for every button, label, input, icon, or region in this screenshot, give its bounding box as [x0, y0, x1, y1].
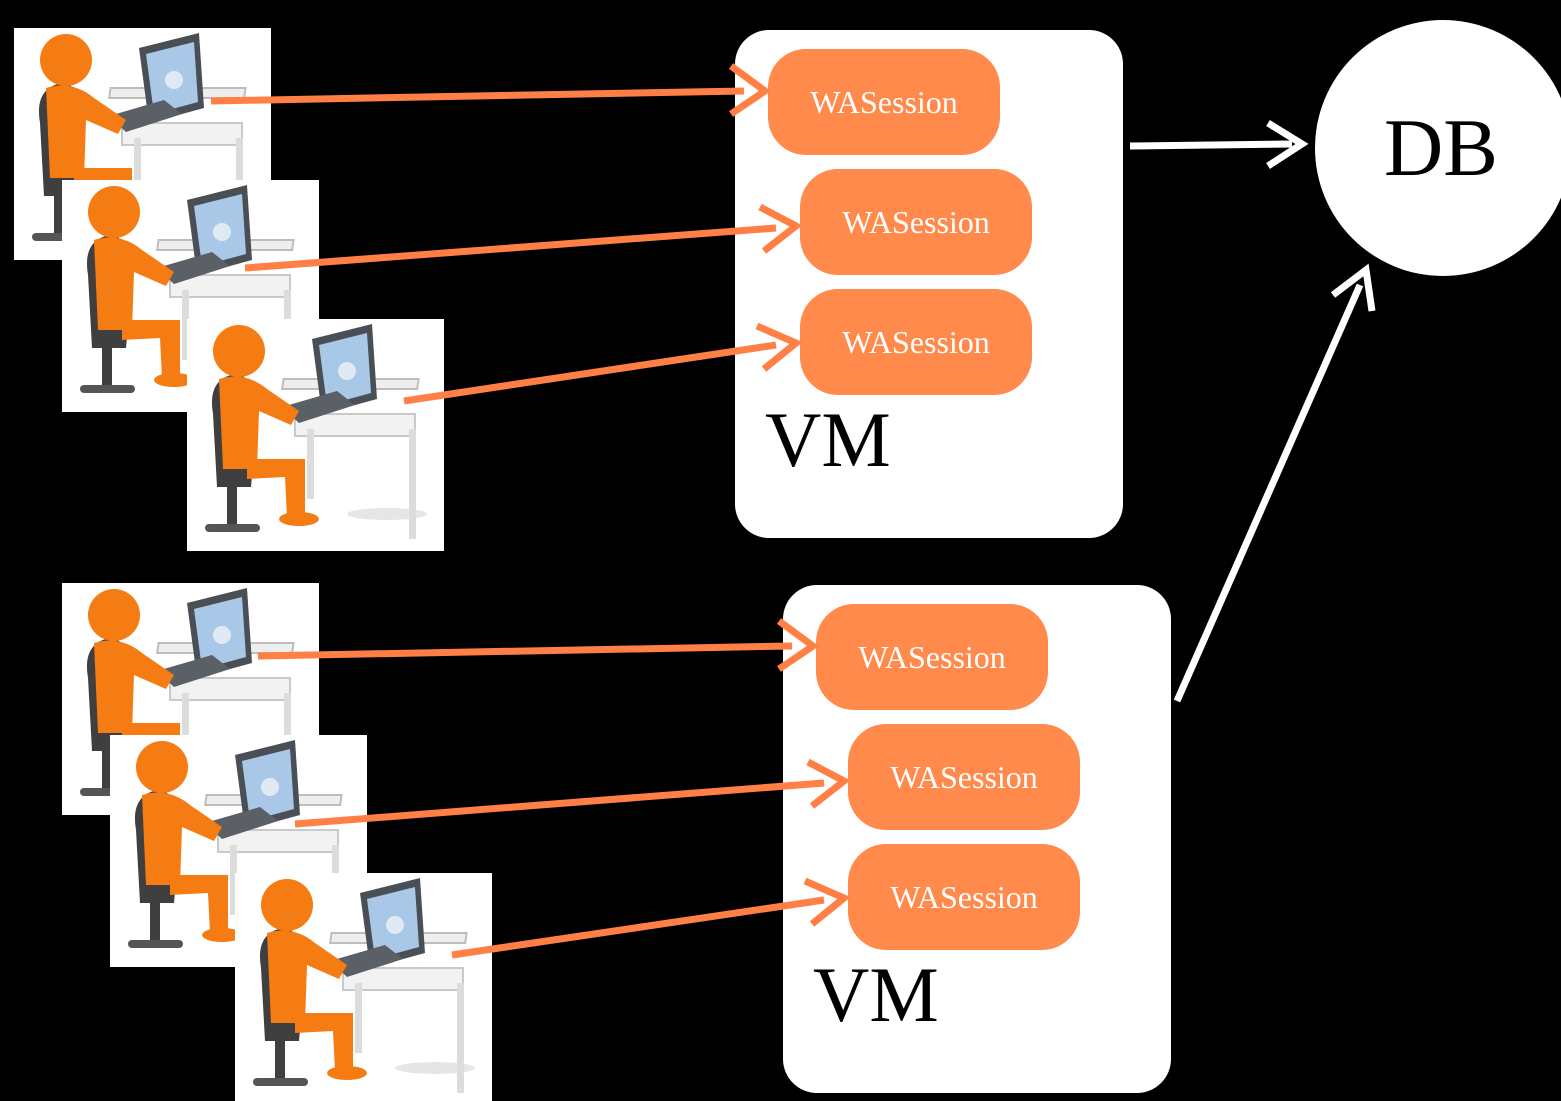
user-workstation-icon: [235, 873, 492, 1101]
vm-to-db-arrow: [1129, 140, 1293, 150]
user-to-session-arrow: [403, 341, 777, 405]
vm-label: VM: [765, 396, 891, 483]
db-node: DB: [1315, 20, 1561, 276]
wasession-box: WASession: [848, 724, 1080, 830]
wasession-box: WASession: [816, 604, 1048, 710]
user-workstation-icon: [187, 319, 444, 551]
wasession-box: WASession: [800, 169, 1032, 275]
wasession-box: WASession: [800, 289, 1032, 395]
user-workstation-icon: [110, 735, 367, 967]
vm-label: VM: [813, 951, 939, 1038]
vm-to-db-arrow: [1173, 283, 1364, 703]
user-to-session-arrow: [451, 896, 825, 959]
wasession-box: WASession: [848, 844, 1080, 950]
user-to-session-arrow: [210, 87, 745, 105]
vm-to-db-arrowhead: [1266, 120, 1309, 169]
db-label: DB: [1384, 102, 1498, 193]
user-workstation-icon: [62, 180, 319, 412]
user-to-session-arrow: [257, 642, 793, 660]
user-to-session-arrow: [244, 224, 777, 272]
user-to-session-arrow: [294, 779, 825, 828]
vm-to-db-arrowhead: [1330, 263, 1376, 312]
wasession-box: WASession: [768, 49, 1000, 155]
